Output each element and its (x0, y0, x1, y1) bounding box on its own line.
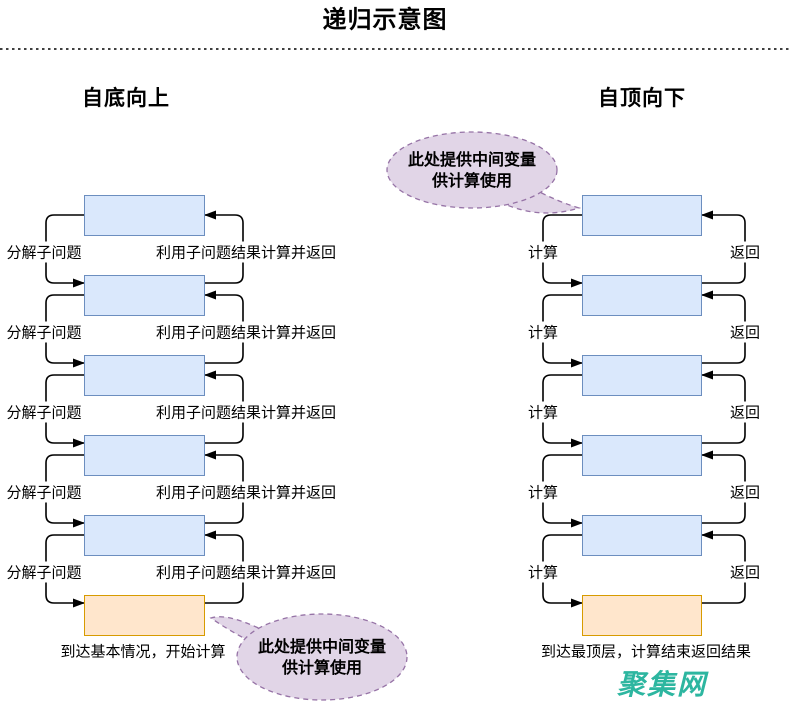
arrow-down-right-3 (542, 454, 583, 528)
arrow-up-left-1 (204, 290, 244, 364)
arrow-down-right-4 (542, 534, 583, 608)
arrow-up-left-3 (204, 450, 244, 524)
left-column-heading: 自底向上 (82, 87, 170, 110)
arrow-up-left-2 (204, 370, 244, 444)
arrow-down-right-2 (542, 374, 583, 448)
site-watermark: 聚集网 (616, 669, 708, 700)
arrow-up-right-0 (701, 210, 746, 284)
top-callout-bubble (386, 131, 558, 209)
arrow-up-right-2 (701, 370, 746, 444)
bottom-callout-line1: 此处提供中间变量 (257, 639, 387, 656)
bottom-callout-line2: 供计算使用 (281, 660, 363, 677)
bottom-callout-bubble (236, 613, 408, 701)
page-title: 递归示意图 (322, 6, 448, 34)
top-callout-line1: 此处提供中间变量 (407, 152, 537, 169)
arrow-down-left-4 (45, 534, 85, 608)
arrow-up-right-1 (701, 290, 746, 364)
right-column-caption: 到达最顶层，计算结束返回结果 (540, 643, 752, 661)
arrow-up-left-4 (204, 530, 244, 604)
bottom-callout-text: 此处提供中间变量 供计算使用 (258, 637, 386, 679)
arrow-down-left-1 (45, 294, 85, 368)
right-column-heading: 自顶向下 (598, 87, 686, 110)
top-callout-line2: 供计算使用 (431, 173, 513, 190)
arrow-up-right-3 (701, 450, 746, 524)
arrow-down-left-3 (45, 454, 85, 528)
arrow-down-right-1 (542, 294, 583, 368)
arrow-up-left-0 (204, 210, 244, 284)
arrow-down-right-0 (542, 214, 583, 288)
left-column-caption: 到达基本情况，开始计算 (60, 643, 226, 661)
top-callout-text: 此处提供中间变量 供计算使用 (408, 150, 536, 192)
arrow-down-left-0 (45, 214, 85, 288)
arrow-down-left-2 (45, 374, 85, 448)
arrow-up-right-4 (701, 530, 746, 604)
